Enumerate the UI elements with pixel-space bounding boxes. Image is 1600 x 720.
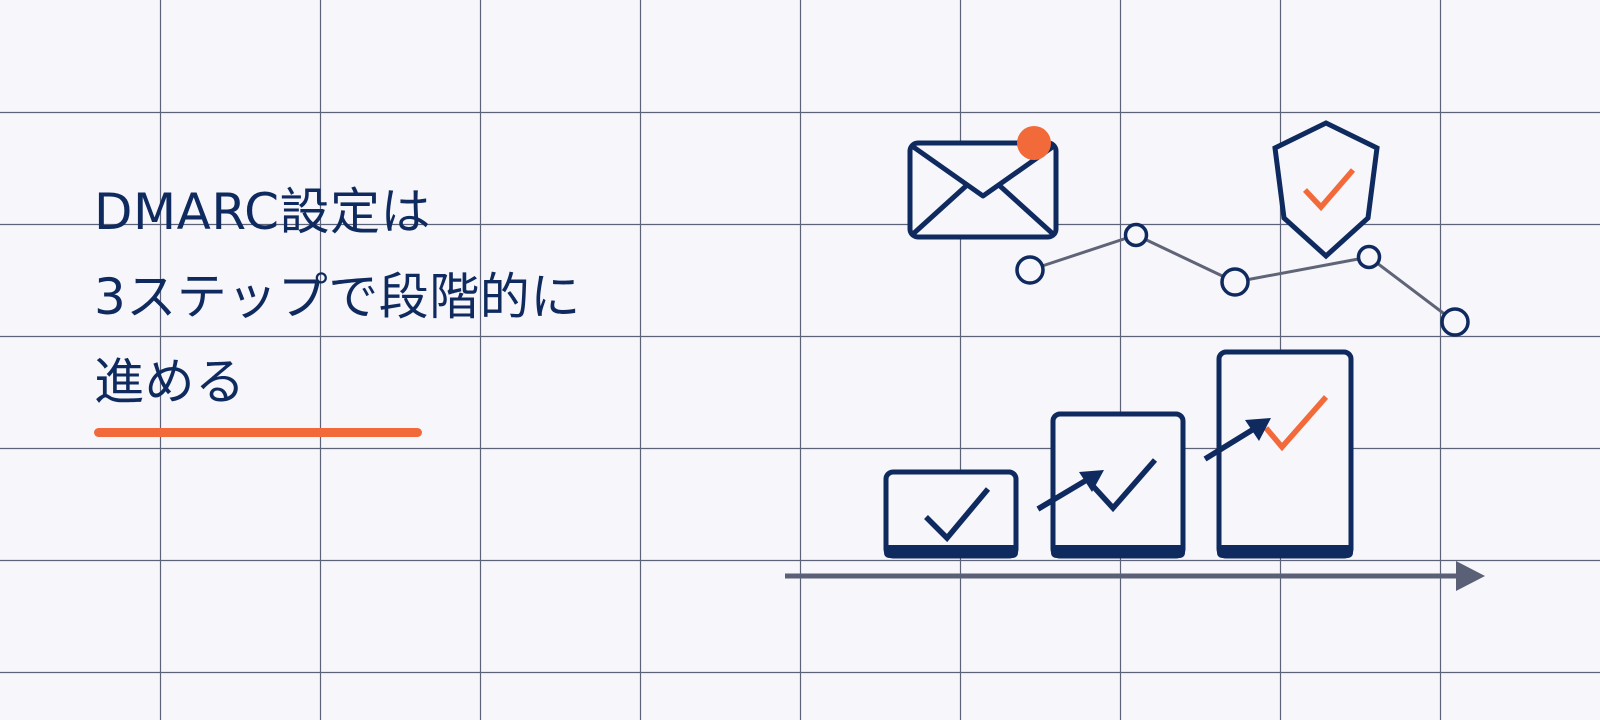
accent-check-icon: [1263, 395, 1329, 452]
network-node: [1015, 255, 1045, 285]
shield-check-icon: [1272, 120, 1380, 260]
network-nodes: [1015, 222, 1470, 337]
network-node: [1220, 267, 1250, 297]
timeline-arrow: [785, 561, 1485, 591]
check-icon: [1089, 458, 1158, 513]
step-3-box: [1216, 349, 1354, 559]
headline-line-1: DMARC設定は: [94, 183, 432, 241]
headline-line-3: 進める: [94, 353, 246, 411]
step-2-box: [1036, 411, 1186, 559]
progress-arrow-2: [1203, 418, 1271, 462]
check-icon: [924, 487, 991, 543]
envelope-icon: [907, 140, 1059, 240]
network-node: [1356, 244, 1382, 270]
headline-line-2: 3ステップで段階的に: [94, 268, 581, 326]
network-node: [1123, 222, 1149, 248]
step-1-box: [883, 469, 1019, 559]
headline: DMARC設定は 3ステップで段階的に 進める: [94, 170, 581, 425]
notification-dot: [1017, 126, 1051, 160]
network-node: [1440, 307, 1470, 337]
accent-underline: [94, 428, 422, 437]
